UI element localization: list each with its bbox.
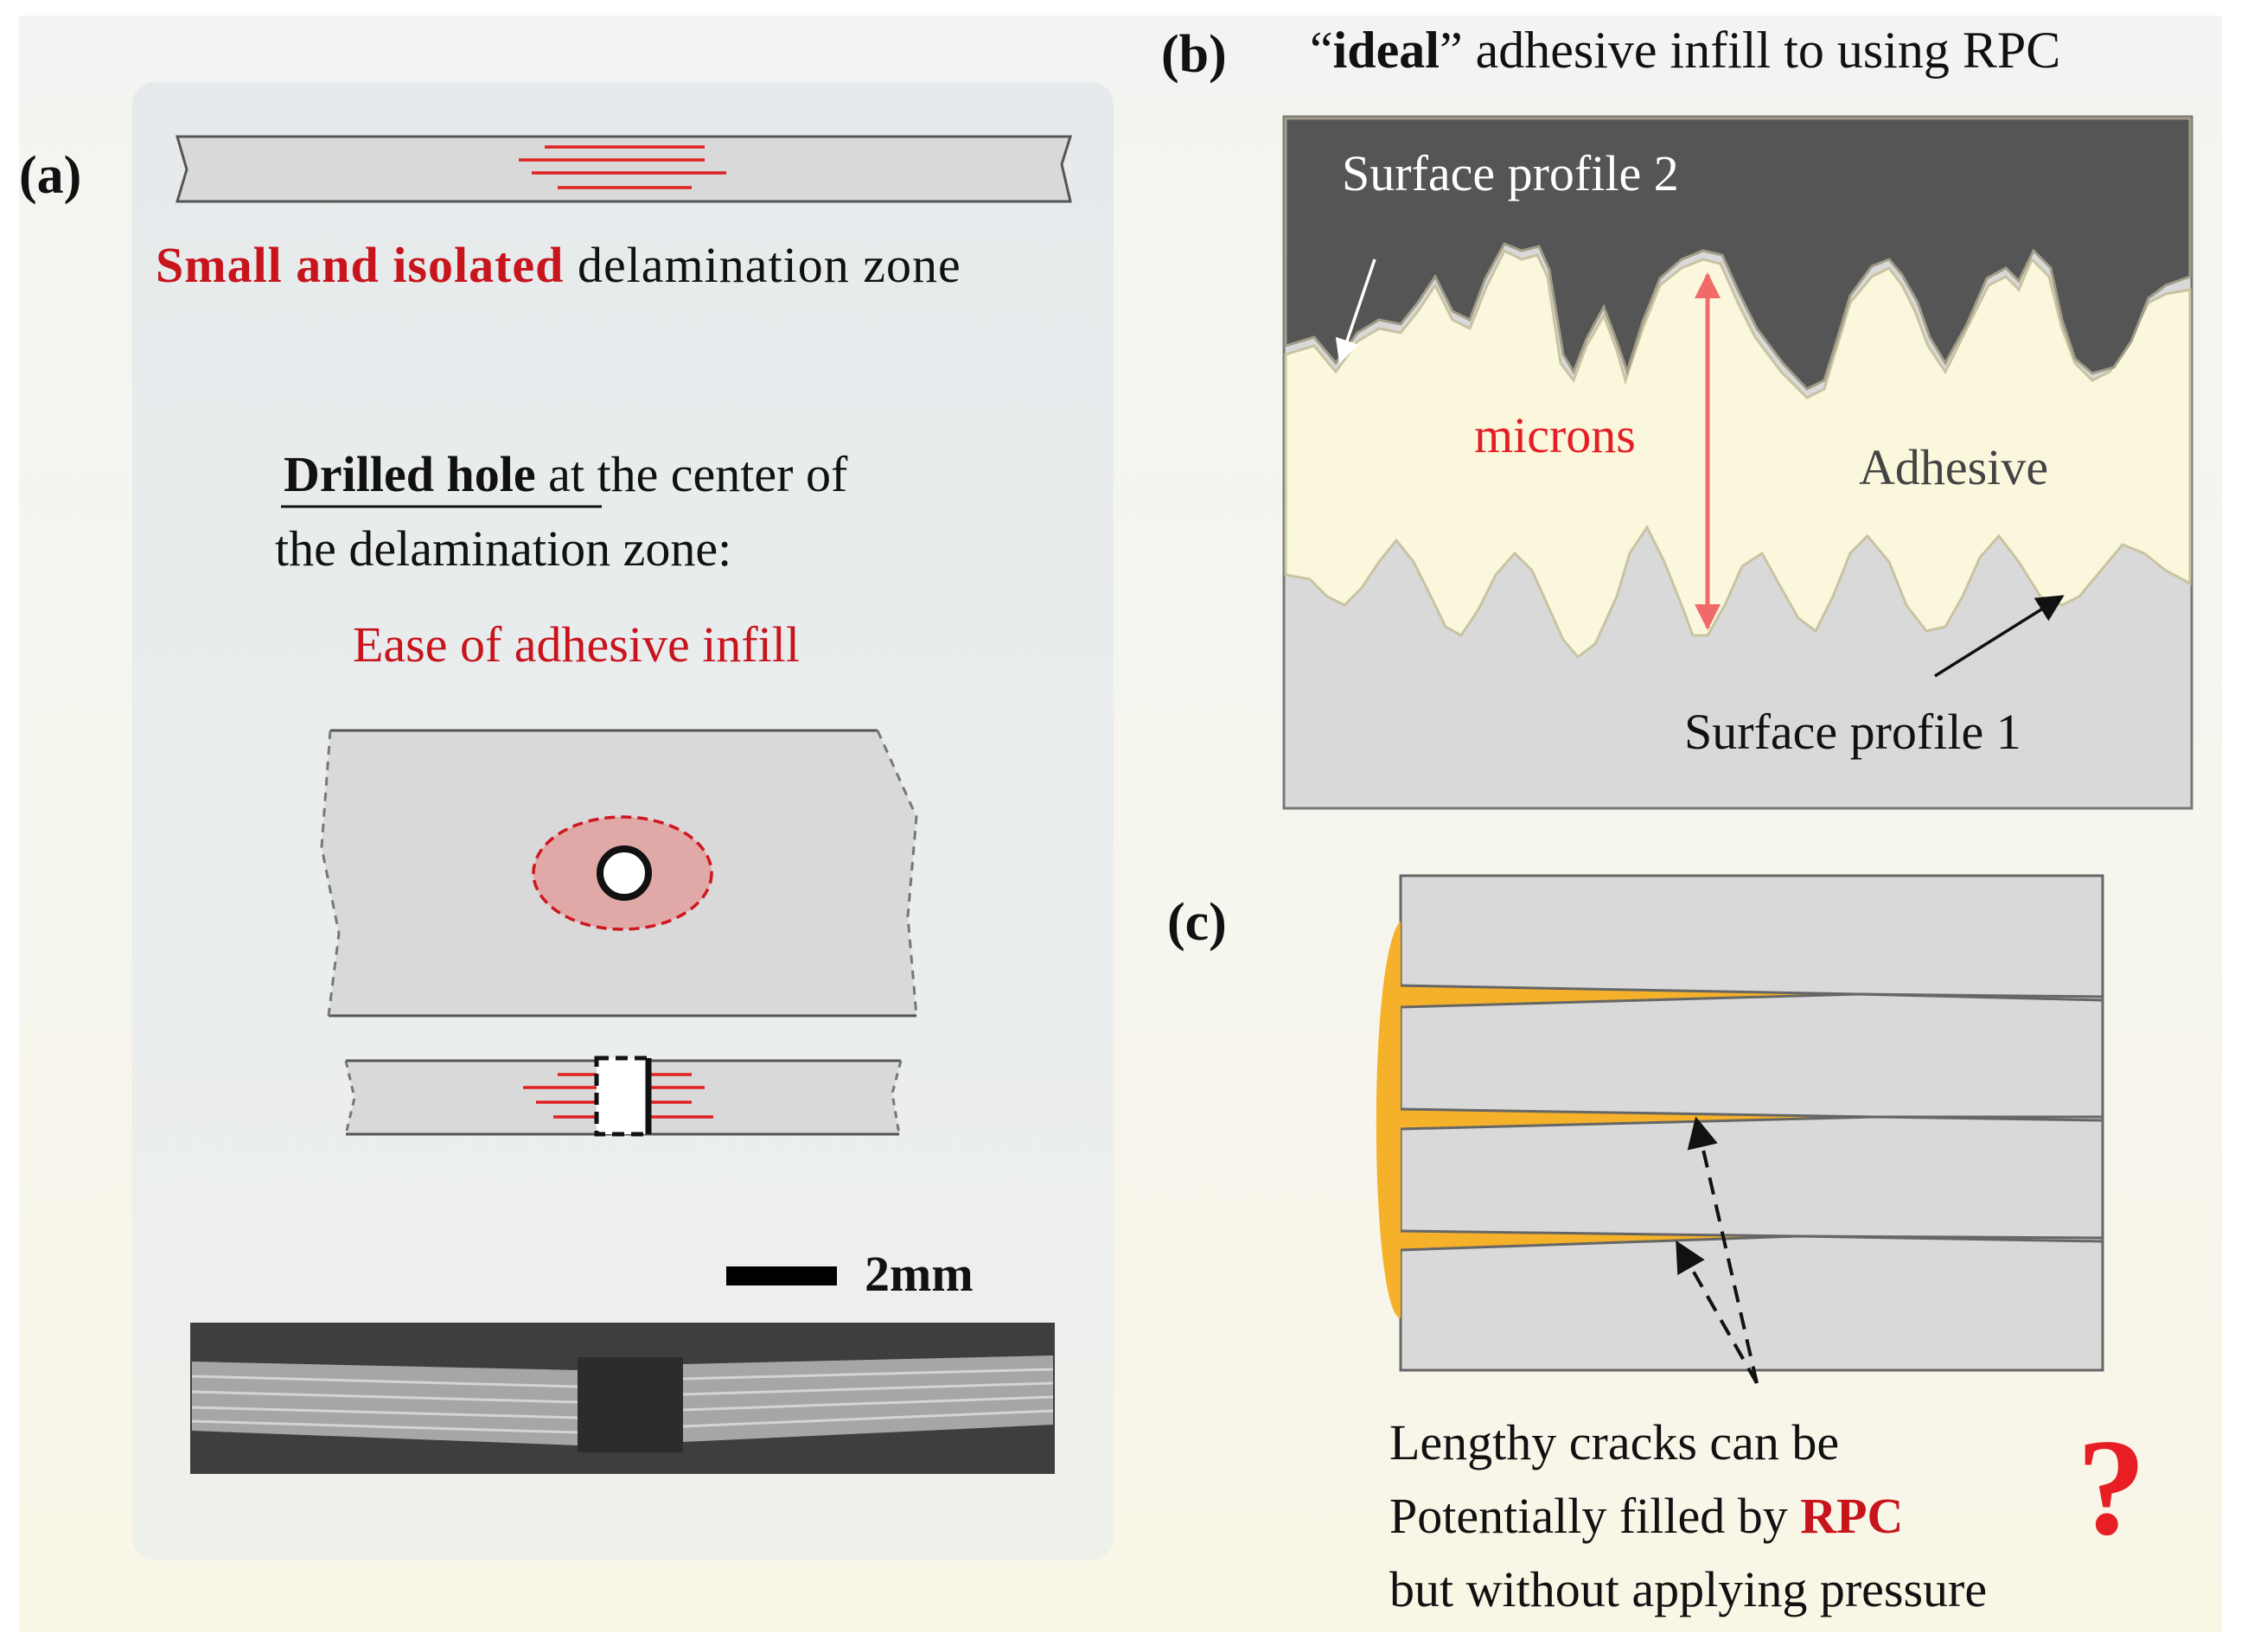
surface-profile-2-label: Surface profile 2 [1342, 145, 1679, 201]
crack-text-line2-pre: Potentially filled by [1389, 1488, 1788, 1544]
title-ideal: ideal [1332, 22, 1440, 79]
rpc-highlight: RPC [1800, 1488, 1904, 1544]
scale-bar [726, 1266, 837, 1285]
panel-b-title: “ideal” adhesive infill to using RPC [1310, 24, 2060, 76]
drilled-hole-rest: at the center of [548, 446, 848, 502]
drilled-hole-circle [597, 845, 652, 901]
drilled-hole-bold: Drilled hole [284, 446, 536, 502]
surface-profile-diagram [1282, 115, 2193, 810]
crack-text-line2: Potentially filled by RPC [1389, 1491, 1903, 1541]
panel-c-label: (c) [1167, 893, 1227, 952]
delamination-caption: Small and isolated delamination zone [156, 240, 961, 290]
laminate-strip-top [175, 135, 1073, 203]
adhesive-label: Adhesive [1859, 439, 2049, 495]
scale-bar-label: 2mm [865, 1246, 974, 1302]
crack-text-line1: Lengthy cracks can be [1389, 1414, 1840, 1470]
question-mark: ? [2077, 1410, 2146, 1564]
caption-rest-text: delamination zone [577, 237, 961, 293]
microns-label: microns [1474, 407, 1636, 463]
plan-view-laminate [320, 729, 918, 1017]
panel-b-label: (b) [1161, 25, 1227, 84]
title-open-quote: “ [1310, 22, 1333, 79]
section-view-laminate [344, 1056, 903, 1137]
crack-infill-diagram [1376, 874, 2104, 1384]
micrograph-image [190, 1323, 1055, 1474]
crack-text-line3: but without applying pressure [1389, 1561, 1988, 1617]
drilled-hole-line1: Drilled hole at the center of [284, 450, 847, 500]
caption-red-text: Small and isolated [156, 237, 565, 293]
title-rest: ” adhesive infill to using RPC [1439, 22, 2061, 79]
panel-a-label: (a) [19, 146, 82, 205]
adhesive-layer [1284, 248, 2192, 660]
surface-profile-2-region [1284, 117, 2192, 391]
ease-of-infill-text: Ease of adhesive infill [353, 616, 800, 673]
drilled-hole-line2: the delamination zone: [275, 520, 732, 577]
surface-profile-1-label: Surface profile 1 [1684, 704, 2021, 760]
